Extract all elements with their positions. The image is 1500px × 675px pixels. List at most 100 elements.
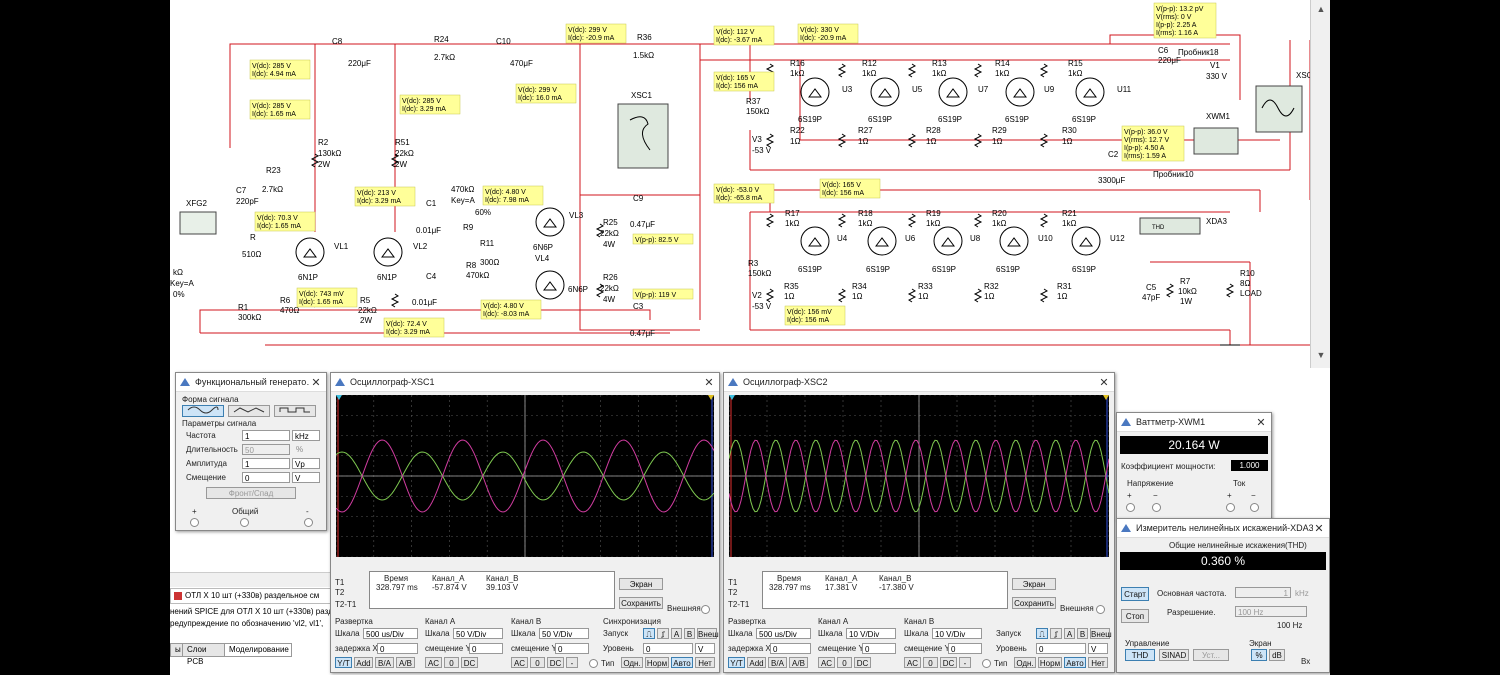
current-minus-terminal[interactable] (1250, 503, 1259, 512)
tab-pcb-layers[interactable]: Слои PCB (182, 643, 228, 666)
settings-button[interactable]: Уст... (1193, 649, 1229, 661)
trigger-rising-edge-button[interactable]: ⎍ (1036, 628, 1048, 639)
fundamental-input[interactable]: 1 (1235, 587, 1291, 598)
channel-a-dc-button[interactable]: DC (461, 657, 478, 668)
schematic-vertical-scrollbar[interactable]: ▲ ▼ (1310, 0, 1330, 368)
channel-a-zero-button[interactable]: 0 (837, 657, 852, 668)
xsc1-display[interactable] (335, 394, 715, 558)
channel-a-scale-input[interactable]: 10 V/Div (846, 628, 896, 639)
trigger-none-button[interactable]: Нет (695, 657, 715, 668)
percent-display-button[interactable]: % (1251, 649, 1267, 661)
channel-a-scale-input[interactable]: 50 V/Div (453, 628, 503, 639)
x-position-input[interactable]: 0 (377, 643, 418, 654)
close-icon[interactable]: ✕ (311, 376, 321, 389)
frequency-input[interactable]: 1 (242, 430, 290, 441)
db-display-button[interactable]: dB (1269, 649, 1285, 661)
sine-wave-button[interactable] (182, 405, 224, 417)
channel-a-offset-input[interactable]: 0 (469, 643, 503, 654)
terminal-common[interactable] (240, 518, 249, 527)
trigger-type-terminal[interactable] (982, 659, 991, 668)
trigger-falling-edge-button[interactable]: ⎎ (1050, 628, 1062, 639)
trigger-source-a-button[interactable]: A (671, 628, 682, 639)
x-position-input[interactable]: 0 (770, 643, 811, 654)
trigger-level-unit[interactable]: V (1088, 643, 1108, 654)
trigger-rising-edge-button[interactable]: ⎍ (643, 628, 655, 639)
trigger-level-input[interactable]: 0 (643, 643, 693, 654)
channel-a-offset-input[interactable]: 0 (862, 643, 896, 654)
close-icon[interactable]: ✕ (704, 376, 714, 389)
xsc2-titlebar[interactable]: Осциллограф-XSC2✕ (724, 373, 1114, 392)
channel-b-ac-button[interactable]: AC (511, 657, 528, 668)
yt-mode-button[interactable]: Y/T (335, 657, 352, 668)
timebase-scale-input[interactable]: 500 us/Div (756, 628, 811, 639)
save-button[interactable]: Сохранить (1012, 597, 1056, 609)
external-trigger-terminal[interactable] (701, 605, 710, 614)
screen-button[interactable]: Экран (619, 578, 663, 590)
channel-b-ac-button[interactable]: AC (904, 657, 921, 668)
trigger-normal-button[interactable]: Норм (1038, 657, 1062, 668)
tab-parts[interactable]: ы (170, 643, 186, 657)
terminal-minus[interactable] (304, 518, 313, 527)
trigger-level-input[interactable]: 0 (1036, 643, 1086, 654)
channel-a-zero-button[interactable]: 0 (444, 657, 459, 668)
schematic-horizontal-scrollbar[interactable] (170, 572, 330, 587)
channel-b-dc-button[interactable]: DC (547, 657, 564, 668)
trigger-source-ext-button[interactable]: Внеш (1090, 628, 1112, 639)
current-plus-terminal[interactable] (1226, 503, 1235, 512)
add-mode-button[interactable]: Add (354, 657, 373, 668)
yt-mode-button[interactable]: Y/T (728, 657, 745, 668)
trigger-falling-edge-button[interactable]: ⎎ (657, 628, 669, 639)
stop-button[interactable]: Стоп (1121, 609, 1149, 623)
close-icon[interactable]: ✕ (1256, 416, 1266, 429)
trigger-single-button[interactable]: Одн. (621, 657, 643, 668)
ab-mode-button[interactable]: A/B (396, 657, 415, 668)
start-button[interactable]: Старт (1121, 587, 1149, 601)
terminal-plus[interactable] (190, 518, 199, 527)
trigger-single-button[interactable]: Одн. (1014, 657, 1036, 668)
offset-input[interactable]: 0 (242, 472, 290, 483)
channel-b-invert-button[interactable]: - (566, 657, 578, 668)
ba-mode-button[interactable]: B/A (375, 657, 394, 668)
offset-unit-select[interactable]: V (292, 472, 320, 483)
scroll-down-icon[interactable]: ▼ (1316, 350, 1326, 360)
channel-b-scale-input[interactable]: 10 V/Div (932, 628, 982, 639)
trigger-type-terminal[interactable] (589, 659, 598, 668)
resolution-select[interactable]: 100 Hz (1235, 606, 1307, 617)
xsc1-titlebar[interactable]: Осциллограф-XSC1✕ (331, 373, 719, 392)
design-tab[interactable]: ОТЛ Х 10 шт (+330в) раздельное см (170, 588, 334, 604)
channel-b-offset-input[interactable]: 0 (948, 643, 982, 654)
close-icon[interactable]: ✕ (1314, 522, 1324, 535)
timebase-scale-input[interactable]: 500 us/Div (363, 628, 418, 639)
trigger-source-b-button[interactable]: B (1077, 628, 1088, 639)
channel-a-dc-button[interactable]: DC (854, 657, 871, 668)
external-trigger-terminal[interactable] (1096, 605, 1105, 614)
channel-a-ac-button[interactable]: AC (818, 657, 835, 668)
trigger-normal-button[interactable]: Норм (645, 657, 669, 668)
sinad-mode-button[interactable]: SINAD (1159, 649, 1189, 661)
frequency-unit-select[interactable]: kHz (292, 430, 320, 441)
channel-b-dc-button[interactable]: DC (940, 657, 957, 668)
trigger-none-button[interactable]: Нет (1088, 657, 1108, 668)
channel-b-scale-input[interactable]: 50 V/Div (539, 628, 589, 639)
wattmeter-titlebar[interactable]: Ваттметр-XWM1✕ (1117, 413, 1271, 432)
rise-fall-button[interactable]: Фронт/Спад (206, 487, 296, 499)
xsc2-display[interactable] (728, 394, 1110, 558)
add-mode-button[interactable]: Add (747, 657, 766, 668)
channel-a-ac-button[interactable]: AC (425, 657, 442, 668)
thd-mode-button[interactable]: THD (1125, 649, 1155, 661)
scroll-up-icon[interactable]: ▲ (1316, 4, 1326, 14)
channel-b-invert-button[interactable]: - (959, 657, 971, 668)
save-button[interactable]: Сохранить (619, 597, 663, 609)
voltage-minus-terminal[interactable] (1152, 503, 1161, 512)
duty-input[interactable]: 50 (242, 444, 290, 455)
screen-button[interactable]: Экран (1012, 578, 1056, 590)
close-icon[interactable]: ✕ (1099, 376, 1109, 389)
channel-b-offset-input[interactable]: 0 (555, 643, 589, 654)
channel-b-zero-button[interactable]: 0 (923, 657, 938, 668)
ab-mode-button[interactable]: A/B (789, 657, 808, 668)
square-wave-button[interactable] (274, 405, 316, 417)
trigger-source-ext-button[interactable]: Внеш (697, 628, 719, 639)
voltage-plus-terminal[interactable] (1126, 503, 1135, 512)
amplitude-unit-select[interactable]: Vp (292, 458, 320, 469)
